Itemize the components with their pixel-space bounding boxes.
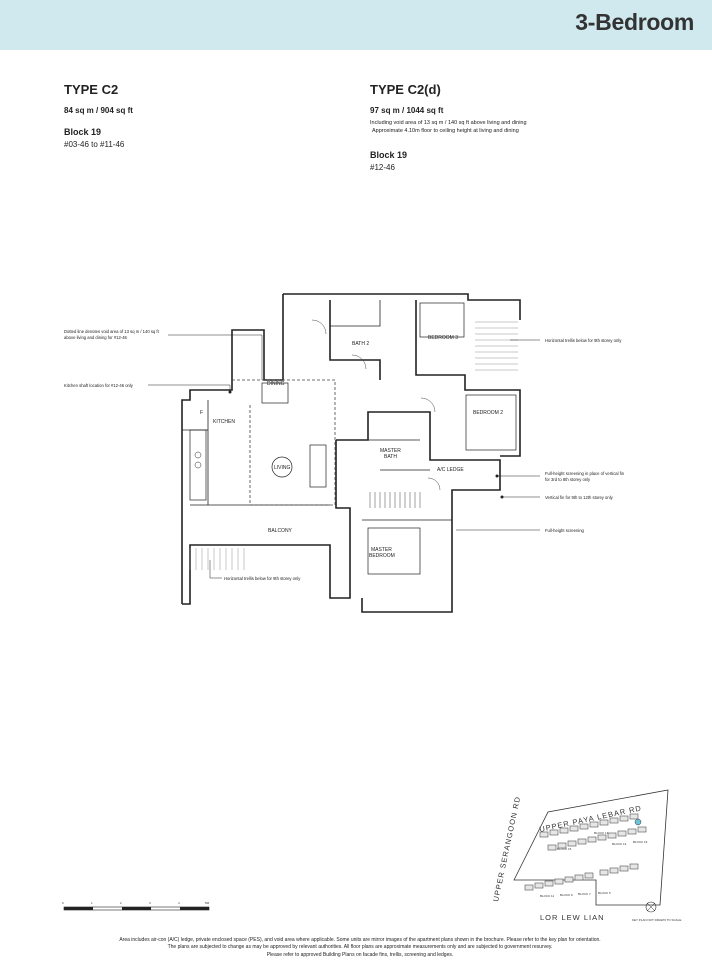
callout-trellis-right: Horizontal trellis below for 9th storey …	[545, 338, 622, 343]
label-living: LIVING	[274, 465, 291, 471]
scale-tick-2: 2	[120, 901, 122, 905]
disclaimer-line-3: Please refer to approved Building Plans …	[266, 951, 454, 958]
label-fridge: F	[200, 410, 203, 416]
disclaimer-line-1: Area includes air-con (A/C) ledge, priva…	[119, 937, 601, 943]
road-upper-serangoon: UPPER SERANGOON RD	[491, 795, 522, 902]
label-dining: DINING	[267, 381, 285, 387]
callout-vertical-fin: Vertical fin for 9th to 12th storey only	[545, 495, 614, 500]
label-bedroom2: BEDROOM 2	[473, 410, 503, 416]
scale-tick-0: 0	[62, 901, 64, 905]
type-c2-title: TYPE C2	[64, 82, 119, 97]
label-bath2: BATH 2	[352, 341, 369, 347]
key-plan	[513, 789, 669, 913]
key-plan-block-7: BLOCK 7	[578, 892, 591, 896]
key-plan-note: KEY PLAN NOT DRAWN TO SCALE	[632, 918, 681, 922]
key-plan-block-11: BLOCK 11	[540, 894, 554, 898]
callout-void-line1: Dotted line denotes void area of 13 sq m…	[64, 329, 160, 334]
label-bedroom3: BEDROOM 3	[428, 335, 458, 341]
callout-screening-line1: Full-height screening in place of vertic…	[545, 471, 625, 476]
label-master-bedroom-1: MASTER	[371, 547, 392, 553]
disclaimer: Area includes air-con (A/C) ledge, priva…	[40, 937, 680, 959]
disclaimer-line-2: The plans are subjected to change as may…	[167, 944, 553, 951]
type-c2d-note-height: Approximate 4.10m floor to ceiling heigh…	[372, 128, 519, 134]
scale-tick-3: 3	[149, 901, 151, 905]
type-c2-block: Block 19	[64, 127, 102, 137]
outer-wall-center	[336, 411, 501, 613]
key-plan-block-15: BLOCK 15	[557, 847, 572, 851]
type-c2d-note-void: Including void area of 13 sq m / 140 sq …	[370, 120, 527, 126]
label-master-bath-1: MASTER	[380, 448, 401, 454]
scale-tick-4: 4	[178, 901, 180, 905]
road-lor-lew-lian: LOR LEW LIAN	[540, 913, 605, 922]
label-balcony: BALCONY	[268, 528, 293, 534]
header-band	[0, 0, 712, 50]
label-master-bedroom-2: BEDROOM	[369, 553, 395, 559]
bedroom3-walls	[415, 300, 521, 457]
key-plan-block-19: BLOCK 19	[633, 840, 648, 844]
void-dotted-outline	[232, 379, 336, 506]
callout-void-line2: above living and dining for #12-46	[64, 335, 128, 340]
key-plan-block-17: BLOCK 17	[594, 831, 609, 835]
type-c2-area: 84 sq m / 904 sq ft	[64, 106, 133, 115]
key-plan-block-5: BLOCK 5	[598, 891, 611, 895]
label-kitchen: KITCHEN	[213, 419, 235, 425]
type-c2d-units: #12-46	[370, 163, 395, 172]
scale-tick-1: 1	[91, 901, 93, 905]
label-master-bath-2: BATH	[384, 454, 397, 460]
outer-wall-top	[283, 293, 521, 320]
key-plan-block-13: BLOCK 13	[612, 842, 627, 846]
type-c2d-block: Block 19	[370, 150, 408, 160]
outer-wall-left	[181, 294, 284, 604]
type-c2-units: #03-46 to #11-46	[64, 140, 125, 149]
scale-tick-5: 5M	[205, 901, 210, 905]
key-plan-block-9: BLOCK 9	[560, 893, 573, 897]
callout-full-screening: Full-height screening	[545, 528, 585, 533]
bath2-walls	[329, 300, 381, 380]
callout-kitchen-shaft: Kitchen shaft location for #12-46 only	[64, 383, 134, 388]
callout-screening-line2: for 3rd to 8th storey only	[545, 477, 591, 482]
callout-trellis-bottom: Horizontal trellis below for 9th storey …	[224, 576, 301, 581]
scale-bar	[63, 906, 210, 911]
label-ac-ledge: A/C LEDGE	[437, 467, 464, 473]
outer-wall-bottom-left	[182, 440, 351, 605]
type-c2d-title: TYPE C2(d)	[370, 82, 441, 97]
page-title: 3-Bedroom	[575, 9, 694, 35]
type-c2d-area: 97 sq m / 1044 sq ft	[370, 106, 444, 115]
